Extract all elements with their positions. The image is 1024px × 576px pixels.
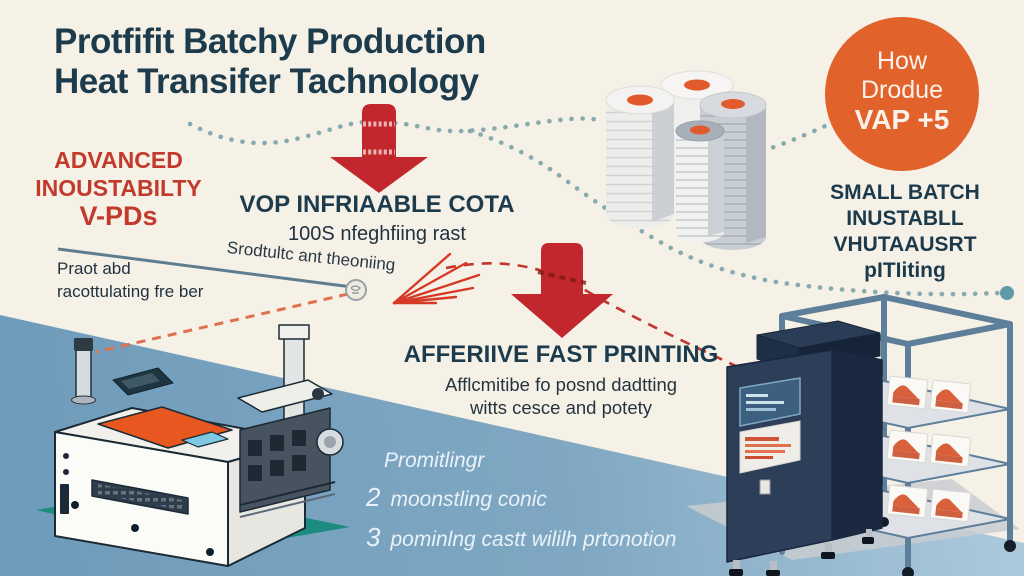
left-note-line1: Praot abd	[57, 259, 131, 278]
step2-callout: AFFERIIVE FAST PRINTING Afflcmitibe fo p…	[386, 341, 736, 419]
page-title-line1: Protfifit Batchy Production	[54, 22, 486, 61]
step2-heading: AFFERIIVE FAST PRINTING	[403, 341, 719, 368]
promo-list: Promitlingr 2 moonstling conic 3 pominln…	[366, 449, 676, 562]
page-title: Protfifit Batchy Production Heat Transif…	[54, 22, 486, 102]
step1-subheading: 100S nfeghfiing rast	[288, 223, 466, 245]
dotted-connector-to-badge	[749, 118, 839, 157]
badge-line1: How	[876, 47, 927, 75]
right-callout-line2: INUSTABLL	[846, 207, 964, 230]
promo-item-1: Promitlingr	[384, 449, 676, 473]
down-arrow-icon	[511, 243, 613, 338]
connector-end-dot	[1000, 286, 1014, 300]
step1-heading: VOP INFRIAABLE COTA	[239, 191, 515, 218]
promo-item-1-text: Promitlingr	[384, 449, 485, 472]
dashed-connector-orange	[95, 292, 349, 354]
right-callout: SMALL BATCH INUSTABLL VHUTAAUSRT pITIiti…	[788, 180, 1022, 284]
badge-line3: VAP +5	[854, 104, 950, 135]
dotted-connector-right	[467, 128, 1001, 297]
printer-machine-illustration	[54, 324, 344, 567]
step2-subheading2: witts cesce and potety	[469, 397, 652, 418]
left-note: Praot abd racottulating fre ber	[57, 257, 203, 303]
machine-screen	[181, 431, 229, 448]
storage-cabinet-illustration	[726, 320, 883, 576]
promo-item-3: 3 pominlng castt wililh prtonotion	[366, 522, 676, 553]
medallion-icon	[345, 279, 367, 301]
promo-item-3-number: 3	[366, 522, 381, 552]
promo-item-3-text: pominlng castt wililh prtonotion	[390, 528, 677, 551]
advanced-callout: ADVANCED INOUSTABILTY V-PDs	[16, 146, 221, 230]
badge-circle	[825, 17, 979, 171]
page-title-line2: Heat Transifer Tachnology	[54, 62, 479, 101]
down-arrow-icon	[330, 104, 428, 193]
dotted-connector-left	[187, 116, 603, 146]
promo-item-2: 2 moonstling conic	[366, 482, 676, 513]
right-callout-line4: pITIiting	[864, 259, 946, 282]
promo-item-2-number: 2	[366, 482, 381, 512]
connector-lines	[57, 116, 1014, 369]
badge-line2: Drodue	[861, 76, 943, 104]
promo-item-2-text: moonstling conic	[390, 488, 547, 511]
dashed-connector-red	[445, 262, 739, 369]
advanced-callout-line2: INOUSTABILTY	[35, 175, 202, 201]
starburst-icon	[392, 252, 481, 305]
right-callout-line1: SMALL BATCH	[830, 181, 980, 204]
machine-chimney	[75, 346, 92, 400]
badge-label: How Drodue VAP +5	[827, 47, 977, 134]
advanced-callout-line3: V-PDs	[79, 201, 158, 231]
vinyl-rolls-illustration	[605, 70, 767, 250]
rack-wheel	[902, 567, 914, 576]
left-note-line2: racottulating fre ber	[57, 282, 204, 301]
step1-callout: VOP INFRIAABLE COTA 100S nfeghfiing rast	[222, 191, 532, 246]
step2-subheading1: Afflcmitibe fo posnd dadtting	[444, 374, 678, 395]
rack-wheel	[1004, 540, 1016, 552]
right-callout-line3: VHUTAAUSRT	[833, 233, 977, 256]
machine-mechanism	[237, 324, 344, 518]
divider-line	[57, 247, 353, 289]
advanced-callout-line1: ADVANCED	[54, 147, 183, 173]
